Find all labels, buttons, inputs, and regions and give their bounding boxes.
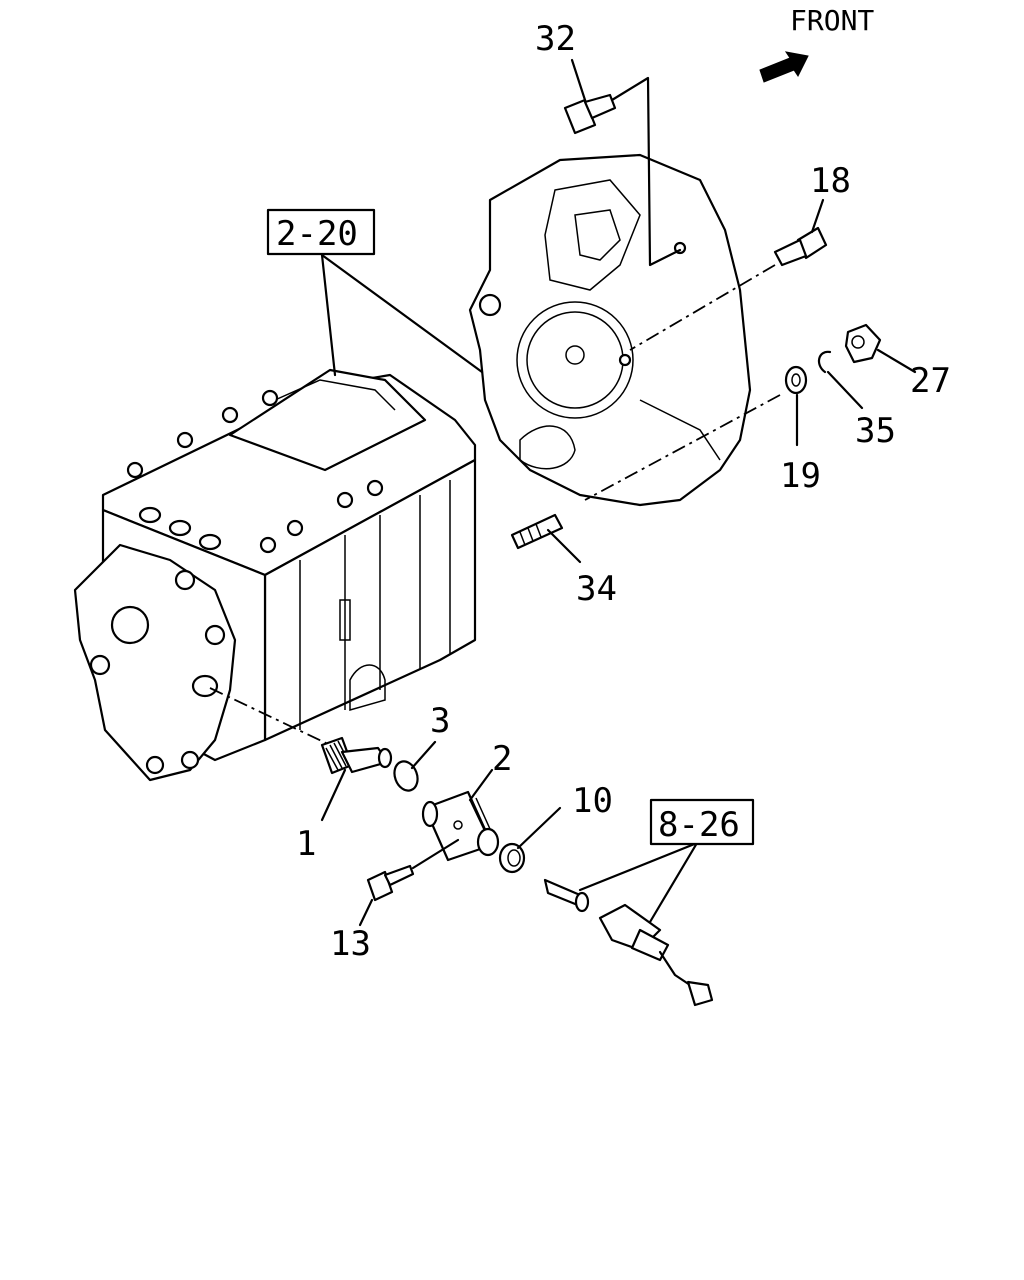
leader-27 (876, 348, 917, 374)
callout-2: 2 (492, 739, 512, 779)
part-18-bolt (773, 226, 828, 267)
callout-10: 10 (572, 781, 613, 821)
axis-speedometer (209, 687, 331, 746)
part-2-sleeve (421, 790, 500, 862)
leader-32-path (610, 76, 682, 267)
transmission-case (73, 368, 477, 782)
leader-34 (546, 528, 582, 564)
speedometer-port (191, 674, 219, 698)
leader-13-axis (411, 838, 460, 870)
leader-10 (516, 806, 562, 850)
leader-18 (810, 198, 825, 234)
callout-34: 34 (576, 569, 617, 609)
ref-8-26-parts (543, 878, 714, 1007)
part-32-bolt (563, 93, 617, 135)
ref-box-2-20[interactable]: 2-20 (266, 208, 376, 256)
front-arrow-icon (759, 51, 809, 83)
callout-1: 1 (296, 824, 316, 864)
leader-2 (468, 768, 494, 802)
ref-box-8-26-label: 8-26 (658, 805, 740, 845)
part-19-washer (784, 365, 808, 395)
callout-3: 3 (430, 701, 450, 741)
part-34-stud (510, 513, 564, 550)
leader-13 (358, 898, 374, 927)
front-label: FRONT (790, 4, 874, 37)
part-10-seal (498, 842, 526, 874)
ref-box-8-26[interactable]: 8-26 (649, 798, 755, 846)
callout-35: 35 (855, 411, 896, 451)
axis-18 (629, 264, 776, 351)
axis-19 (584, 394, 781, 501)
leader-2-20 (320, 253, 484, 377)
front-indicator: FRONT (759, 4, 874, 83)
clutch-housing (468, 153, 752, 507)
leader-8-26 (578, 841, 699, 924)
part-35-lock-washer (817, 350, 832, 374)
leader-3 (410, 740, 437, 770)
leader-32 (570, 58, 587, 102)
part-1-driven-gear (320, 736, 393, 775)
callout-27: 27 (910, 361, 951, 401)
callout-18: 18 (810, 161, 851, 201)
part-27-nut (844, 323, 882, 364)
part-13-screw (366, 864, 415, 902)
callout-32: 32 (535, 19, 576, 59)
leader-1 (320, 768, 347, 822)
leader-35 (826, 370, 864, 410)
callout-19: 19 (780, 456, 821, 496)
callout-13: 13 (330, 924, 371, 964)
ref-box-2-20-label: 2-20 (276, 214, 358, 254)
